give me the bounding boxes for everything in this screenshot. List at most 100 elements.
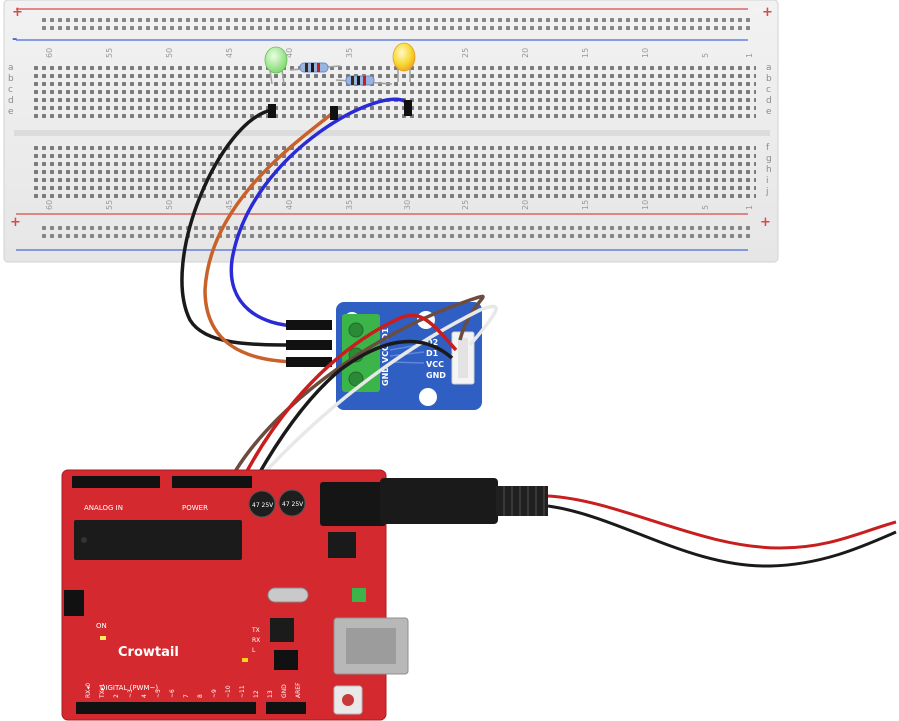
- row-letter-top-right: a: [766, 63, 772, 73]
- column-number-top: 60: [45, 48, 54, 58]
- module-label-d2: D2: [426, 338, 438, 347]
- row-letter-top-right: e: [766, 107, 772, 117]
- column-number-top: 50: [165, 48, 174, 58]
- module-label-vcc: VCC: [381, 345, 390, 363]
- bottom-power-rail: + +: [10, 213, 771, 251]
- digital-pin-label: 2: [113, 694, 120, 698]
- module-label-d1-right: D1: [426, 349, 439, 358]
- label-analog-in: ANALOG IN: [84, 504, 123, 512]
- row-letter-top-left: a: [8, 63, 14, 73]
- digital-pin-label: 12: [253, 690, 260, 698]
- column-number-bottom: 10: [641, 200, 650, 210]
- column-number-bottom: 5: [701, 205, 710, 210]
- column-number-bottom: 60: [45, 200, 54, 210]
- microcontroller-chip: [74, 520, 242, 560]
- digital-pin-label: ~10: [225, 685, 232, 698]
- power-plug: [380, 478, 897, 568]
- column-number-bottom: 20: [521, 200, 530, 210]
- capacitor-2-label: 47 25V: [282, 501, 304, 508]
- column-number-bottom: 55: [105, 200, 114, 210]
- digital-pin-label: AREF: [295, 682, 302, 698]
- row-letter-bottom-right: i: [766, 176, 769, 186]
- yellow-led: [392, 42, 416, 82]
- rail-plus-label: +: [12, 5, 23, 20]
- row-letter-bottom-right: g: [766, 154, 772, 164]
- digital-pin-label: 7: [183, 694, 190, 698]
- icsp-header: [64, 590, 84, 616]
- rail-minus-label: -: [12, 32, 17, 47]
- row-letter-bottom-right: j: [765, 187, 769, 197]
- digital-header-2: [266, 702, 306, 714]
- column-number-top: 45: [225, 48, 234, 58]
- orange-jumper-wire: [203, 110, 336, 364]
- column-number-top: 10: [641, 48, 650, 58]
- column-number-bottom: 1: [745, 205, 754, 210]
- row-letter-top-right: b: [766, 74, 772, 84]
- digital-header: [76, 702, 256, 714]
- row-letter-top-right: d: [766, 96, 772, 106]
- label-digital: DIGITAL (PWM~): [100, 684, 158, 692]
- power-cable-black: [547, 504, 897, 568]
- column-number-bottom: 15: [581, 200, 590, 210]
- crystal: [267, 587, 309, 603]
- column-number-top: 15: [581, 48, 590, 58]
- label-rx: RX: [252, 637, 260, 644]
- power-cable-red: [547, 494, 897, 550]
- column-number-top: 5: [701, 53, 710, 58]
- row-letter-top-left: d: [8, 96, 14, 106]
- row-letter-top-left: e: [8, 107, 14, 117]
- black-jumper-wire: [180, 108, 302, 347]
- rail-plus-label-right: +: [762, 5, 773, 20]
- reset-button-cap[interactable]: [342, 694, 354, 706]
- resistor-2: [335, 75, 393, 86]
- column-number-bottom: 35: [345, 200, 354, 210]
- column-number-bottom: 30: [403, 200, 412, 210]
- column-number-top: 35: [345, 48, 354, 58]
- capacitor-1-label: 47 25V: [252, 502, 274, 509]
- green-led: [264, 46, 288, 85]
- capacitor-1: [248, 490, 276, 518]
- top-power-rail: + + -: [12, 5, 773, 47]
- smd-component: [352, 588, 366, 602]
- label-on: ON: [96, 622, 107, 630]
- digital-pin-label: RX◂0: [85, 683, 92, 698]
- digital-pin-label: ~11: [239, 685, 246, 698]
- jumper-header-black: [286, 340, 332, 350]
- digital-pin-label: TX▸1: [99, 683, 106, 699]
- row-letter-bottom-right: f: [766, 143, 770, 153]
- column-number-bottom: 45: [225, 200, 234, 210]
- digital-pin-label: 8: [197, 694, 204, 698]
- analog-header: [72, 476, 160, 488]
- label-power: POWER: [182, 504, 208, 512]
- l-led: [242, 658, 248, 662]
- rail-plus-label-bottom-right: +: [760, 215, 771, 230]
- module-label-vcc-right: VCC: [426, 360, 444, 369]
- dc-power-jack: [320, 482, 386, 526]
- brand-label: Crowtail: [118, 645, 179, 660]
- on-led: [100, 636, 106, 640]
- jumper-header-orange: [286, 357, 332, 367]
- module-label-gnd: GND: [381, 366, 390, 386]
- resistor-1: [289, 62, 341, 73]
- digital-pin-label: ~6: [169, 689, 176, 698]
- row-letter-top-left: c: [8, 85, 13, 95]
- module-label-d1: D1: [381, 327, 390, 340]
- column-number-top: 40: [285, 48, 294, 58]
- column-number-top: 20: [521, 48, 530, 58]
- column-number-bottom: 40: [285, 200, 294, 210]
- digital-pin-label: GND: [281, 684, 288, 698]
- blue-jumper-wire: [229, 97, 410, 328]
- row-letter-top-right: c: [766, 85, 771, 95]
- digital-pin-label: 4: [141, 694, 148, 698]
- jumper-header-blue: [286, 320, 332, 330]
- column-number-top: 25: [461, 48, 470, 58]
- rail-plus-label-bottom: +: [10, 215, 21, 230]
- module-label-gnd-right: GND: [426, 371, 446, 380]
- column-number-top: 55: [105, 48, 114, 58]
- capacitor-2: [278, 489, 306, 517]
